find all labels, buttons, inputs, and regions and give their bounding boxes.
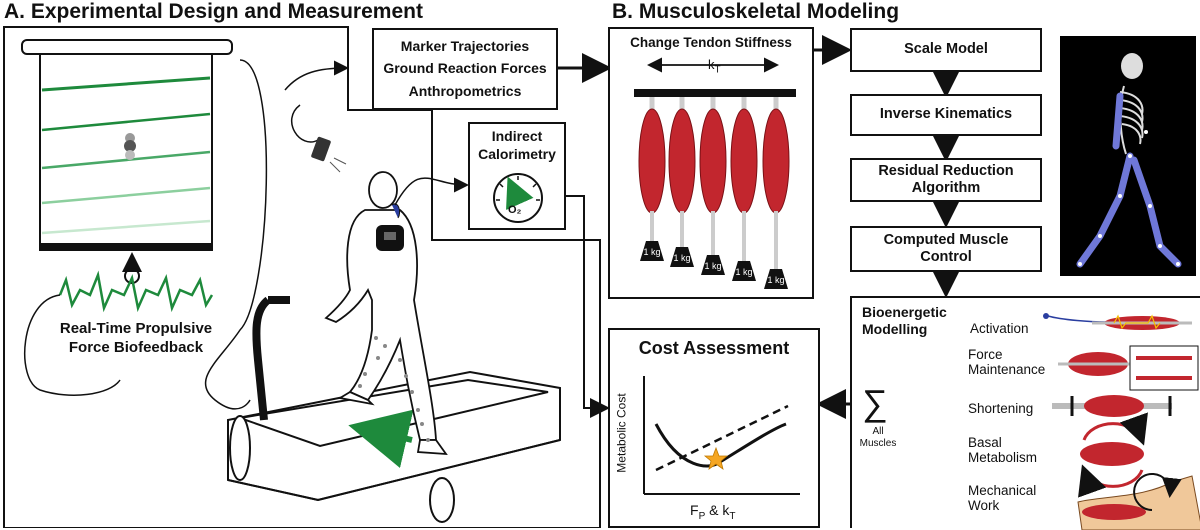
calorimetry-box: Indirect Calorimetry O₂ <box>468 122 566 230</box>
xlabel-sub-p: P <box>698 510 706 522</box>
measurement-item: Marker Trajectories <box>400 37 530 54</box>
muscle-belly <box>699 108 727 214</box>
muscle-belly <box>638 108 666 214</box>
biofeedback-line: Real-Time Propulsive <box>59 320 213 337</box>
cost-ylabel: Metabolic Cost <box>614 393 629 473</box>
bioenergetic-illustrations <box>1043 313 1200 530</box>
bioenergetic-title-line: Bioenergetic <box>862 304 947 320</box>
measurement-item: Ground Reaction Forces <box>383 60 547 77</box>
computed-muscle-control-box: Computed Muscle Control <box>850 226 1042 272</box>
biofeedback-line: Force Biofeedback <box>68 338 204 356</box>
component-mechanical-work: Mechanical Work <box>968 483 1037 513</box>
kt-subscript: T <box>714 64 721 76</box>
kt-symbol: k <box>708 57 715 72</box>
weight-label: 1 kg <box>704 261 722 271</box>
kt-label: kT <box>708 57 721 76</box>
weight-block <box>701 255 725 275</box>
biofeedback-waveform <box>58 270 214 313</box>
weight-block <box>640 241 664 261</box>
bioenergetic-box: Bioenergetic Modelling ∑ All Muscles Act… <box>850 296 1200 530</box>
residual-reduction-box: Residual Reduction Algorithm <box>850 158 1042 202</box>
walking-subject <box>324 171 448 456</box>
xlabel-sub-t: T <box>729 510 736 522</box>
skeleton-icon <box>1076 53 1182 268</box>
tendon-stiffness-box: Change Tendon Stiffness kT 1 kg 1 kg 1 kg 1… <box>608 27 814 299</box>
projector-screen <box>21 39 233 251</box>
calorimetry-title: Calorimetry <box>478 145 556 162</box>
panel-a-border <box>3 26 601 528</box>
scale-model-box: Scale Model <box>850 28 1042 72</box>
biofeedback-label: Real-Time Propulsive Force Biofeedback <box>46 320 226 358</box>
section-a-title: A. Experimental Design and Measurement <box>4 0 423 23</box>
weight-block <box>732 261 756 281</box>
cost-plot <box>643 376 800 495</box>
sum-label: All Muscles <box>854 426 902 449</box>
weight-label: 1 kg <box>673 253 691 263</box>
cost-title: Cost Assessment <box>638 338 790 358</box>
weight-label: 1 kg <box>735 267 753 277</box>
bioenergetic-title: Bioenergetic Modelling <box>862 304 947 338</box>
section-b-title: B. Musculoskeletal Modeling <box>612 0 900 23</box>
cost-xlabel: FP & kT <box>690 502 735 522</box>
weight-block <box>764 269 788 289</box>
component-force-maintenance: Force Maintenance <box>968 347 1046 377</box>
weight-label: 1 kg <box>767 275 785 285</box>
measurement-box: Marker Trajectories Ground Reaction Forc… <box>372 28 558 110</box>
component-activation: Activation <box>970 321 1029 336</box>
sum-label-line: All <box>872 426 884 437</box>
muscle-belly <box>730 108 758 214</box>
skeleton-model-image <box>1060 36 1196 276</box>
star-icon <box>703 446 729 470</box>
calorimetry-title: Indirect <box>491 128 543 144</box>
component-shortening: Shortening <box>968 401 1034 416</box>
sigma-symbol: ∑ <box>862 382 888 423</box>
sum-label-line: Muscles <box>859 437 897 449</box>
weight-block <box>670 247 694 267</box>
muscle-array <box>634 57 796 289</box>
gauge-label: O₂ <box>508 204 522 216</box>
cost-assessment-box: Cost Assessment Metabolic Cost FP & kT <box>608 328 820 528</box>
weight-label: 1 kg <box>643 247 661 257</box>
component-basal-metabolism: Basal Metabolism <box>968 435 1038 465</box>
xlabel-and-k: & k <box>705 502 730 518</box>
measurement-item: Anthropometrics <box>408 82 522 99</box>
bioenergetic-title-line: Modelling <box>862 320 928 337</box>
inverse-kinematics-box: Inverse Kinematics <box>850 94 1042 136</box>
muscle-belly <box>668 108 696 214</box>
muscle-belly <box>762 108 790 214</box>
gauge-icon <box>493 173 543 223</box>
tendon-title: Change Tendon Stiffness <box>630 35 792 50</box>
xlabel-f: F <box>690 502 699 518</box>
